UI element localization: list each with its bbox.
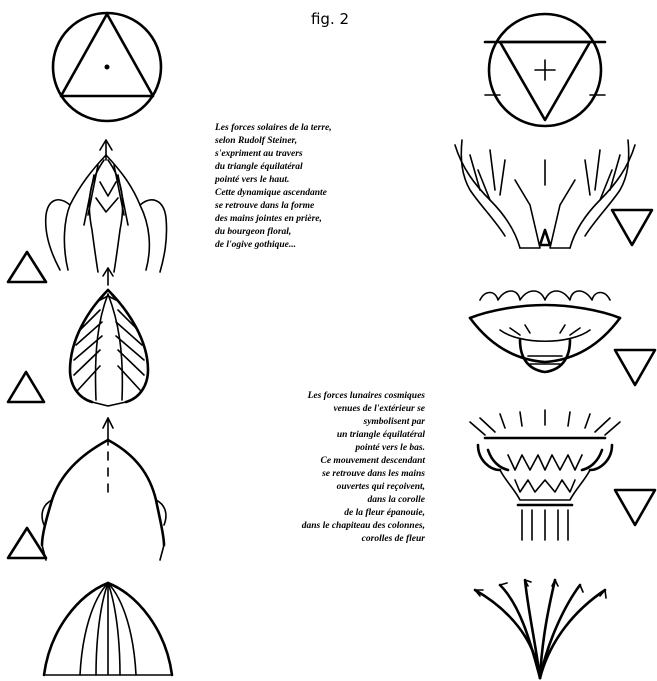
lunar-text-line: se retrouve dans les mains (230, 468, 425, 481)
figure-caption: fig. 2 (300, 10, 360, 28)
triangle-down-symbol-1 (612, 210, 652, 245)
lunar-text-line: venues de l'extérieur se (230, 403, 425, 416)
lunar-text-line: dans la corolle (230, 494, 425, 507)
solar-text-line: du bourgeon floral, (215, 226, 332, 239)
solar-text-line: de l'ogive gothique... (215, 239, 332, 252)
lunar-text-line: ouvertes qui reçoivent, (230, 481, 425, 494)
circle-triangle-down-symbol (485, 14, 605, 126)
lunar-text-line: pointé vers le bas. (230, 442, 425, 455)
lunar-text-line: Les forces lunaires cosmiques (230, 390, 425, 403)
circle-triangle-up-symbol (53, 13, 161, 121)
solar-text-line: s'expriment au travers (215, 148, 332, 161)
triangle-up-symbol-1 (8, 252, 46, 282)
solar-text-line: Cette dynamique ascendante (215, 187, 332, 200)
lunar-text-line: Ce mouvement descendant (230, 455, 425, 468)
solar-forces-text-block: Les forces solaires de la terre,selon Ru… (215, 122, 332, 252)
triangle-up-symbol-2 (8, 372, 44, 402)
praying-hands-drawing (46, 140, 167, 272)
lunar-text-line: symbolisent par (230, 416, 425, 429)
lunar-text-line: corolles de fleur (230, 533, 425, 546)
flower-bud-drawing (70, 268, 148, 406)
solar-text-line: Les forces solaires de la terre, (215, 122, 332, 135)
solar-text-line: selon Rudolf Steiner, (215, 135, 332, 148)
triangle-up-symbol-3 (8, 528, 46, 558)
fountain-rays-drawing (475, 580, 606, 678)
lunar-text-line: dans le chapiteau des colonnes, (230, 520, 425, 533)
lunar-text-line: de la fleur épanouie, (230, 507, 425, 520)
dome-drawing (44, 583, 172, 675)
lunar-text-line: un triangle équilatéral (230, 429, 425, 442)
column-capital-drawing (470, 410, 620, 540)
triangle-down-symbol-3 (615, 490, 655, 525)
gothic-ogive-drawing (42, 418, 166, 560)
solar-text-line: se retrouve dans la forme (215, 200, 332, 213)
solar-text-line: du triangle équilatéral (215, 161, 332, 174)
flower-corolla-drawing (470, 291, 620, 372)
open-hands-drawing (455, 140, 635, 248)
solar-text-line: pointé vers le haut. (215, 174, 332, 187)
solar-text-line: des mains jointes en prière, (215, 213, 332, 226)
triangle-down-symbol-2 (615, 350, 655, 385)
